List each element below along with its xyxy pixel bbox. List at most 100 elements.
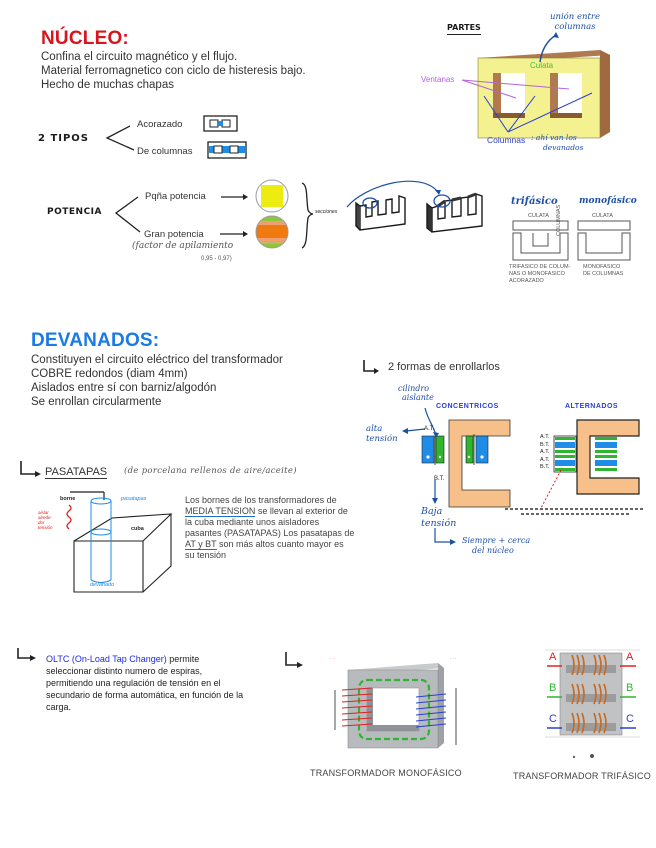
devanados-line: COBRE redondos (diam 4mm) xyxy=(31,368,188,380)
formas-label: 2 formas de enrollarlos xyxy=(388,361,500,373)
core-window-bottom-left xyxy=(493,113,525,118)
phase-c-right: C xyxy=(626,713,634,725)
pasatapas-note: (de porcelana rellenos de aire/aceite) xyxy=(124,466,297,476)
oltc-text: permite seleccionar distinto numero de e… xyxy=(46,654,244,712)
tipo-columnas: De columnas xyxy=(137,146,193,157)
alternated-caption-blur xyxy=(505,506,645,520)
columnas-label: Columnas xyxy=(487,135,526,145)
caption-line: TRIFASICO DE COLUM- xyxy=(509,264,571,270)
caption-line: ACORAZADO xyxy=(509,278,544,284)
at-bt-highlight: AT y BT xyxy=(185,539,217,550)
note-line: aislante xyxy=(402,393,434,402)
pasatapas-title: PASATAPAS xyxy=(45,466,108,479)
columnas-note-line: devanados xyxy=(543,143,584,152)
media-tension-highlight: MEDIA TENSION xyxy=(185,506,256,517)
potencia-label: POTENCIA xyxy=(47,207,102,217)
columnas-note-line: : ahí van los xyxy=(531,133,577,142)
core-front-face xyxy=(477,57,601,139)
lamination-sketch-2 xyxy=(426,192,483,233)
union-note-line: columnas xyxy=(554,22,596,32)
phase-a-left: A xyxy=(549,651,557,663)
at-label-concentric: A.T. xyxy=(424,426,435,432)
core-side-face xyxy=(600,50,610,138)
red-note: aislar alrede- dor tensión xyxy=(38,510,53,530)
devanados-line: Constituyen el circuito eléctrico del tr… xyxy=(31,354,283,366)
potencia-pqna: Pqña potencia xyxy=(145,191,206,202)
trifasico-caption: TRANSFORMADOR TRIFÁSICO xyxy=(513,771,651,781)
caption-trifasico-core: TRIFASICO DE COLUM- NAS O MONOFASICO ACO… xyxy=(509,264,570,285)
cilindro-note: cilindro aislante xyxy=(398,384,434,402)
alta-tension-note: alta tensión xyxy=(366,424,398,444)
alternated-labels: A.T. B.T. A.T. A.T. B.T. xyxy=(540,434,549,472)
factor-apilamiento: (factor de apilamiento xyxy=(132,241,233,251)
columnas-icon xyxy=(207,141,247,159)
oltc-paragraph: OLTC (On-Load Tap Changer) permite selec… xyxy=(46,653,246,713)
tipos-label: 2 TIPOS xyxy=(38,133,90,144)
secciones-label: secciones xyxy=(315,209,338,215)
note-line: tensión xyxy=(366,434,398,444)
concentric-core xyxy=(448,419,511,508)
alternated-windings-left xyxy=(553,435,577,473)
union-note-line: unión entre xyxy=(550,12,600,22)
paragraph-text: son más altos cuanto mayor es su tensión xyxy=(185,539,344,560)
nucleo-description: Confina el circuito magnético y el flujo… xyxy=(41,50,306,92)
core-window-bottom-right xyxy=(550,113,582,118)
phase-b-left: B xyxy=(549,682,557,694)
caption-line: MONOFASICO xyxy=(583,264,621,270)
siempre-note: Siempre + cerca del núcleo xyxy=(462,536,530,556)
borne-label: borne xyxy=(60,496,76,502)
nucleo-line: Hecho de muchas chapas xyxy=(41,79,174,91)
alt-label: B.T. xyxy=(540,464,550,470)
note-line: alta xyxy=(366,424,383,434)
red-note-line: aislar xyxy=(38,510,49,515)
core-window-right xyxy=(550,73,582,118)
devanados-line: Se enrollan circularmente xyxy=(31,396,162,408)
oltc-highlight: OLTC (On-Load Tap Changer) xyxy=(46,654,167,664)
acorazado-icon xyxy=(203,115,238,132)
columnas-note: : ahí van los devanados xyxy=(531,133,583,153)
potencia-gran: Gran potencia xyxy=(144,229,204,240)
alt-label: B.T. xyxy=(540,441,550,448)
note-line: Baja xyxy=(421,506,443,517)
union-arrowhead xyxy=(553,32,559,38)
gran-section-icon xyxy=(256,216,288,248)
core-window-left-depth xyxy=(493,73,501,118)
devanados-description: Constituyen el circuito eléctrico del tr… xyxy=(31,353,283,409)
alternated-windings-right xyxy=(595,437,617,471)
red-note-line: alrede- xyxy=(38,515,53,520)
nucleo-line: Confina el circuito magnético y el flujo… xyxy=(41,51,238,63)
devanados-title: DEVANADOS: xyxy=(31,330,160,351)
columnas-vertical-label: COLUMNAS xyxy=(556,204,562,236)
note-line: Siempre + cerca xyxy=(462,536,531,545)
partes-title: PARTES xyxy=(447,23,481,35)
union-note: unión entre columnas xyxy=(550,12,600,32)
culata-mono-label: CULATA xyxy=(592,213,613,219)
culata-label: Culata xyxy=(530,61,554,70)
nucleo-line: Material ferromagnetico con ciclo de his… xyxy=(41,65,306,77)
pasatapas-sketch-label: pasatapas xyxy=(121,496,147,502)
red-note-line: dor xyxy=(38,520,45,525)
core-window-right-depth xyxy=(550,73,558,118)
note-line: cilindro xyxy=(398,384,430,393)
svg-text:· · ·: · · · xyxy=(329,656,335,661)
svg-text:· · ·: · · · xyxy=(450,656,456,661)
lamination-sketch-1 xyxy=(355,195,406,231)
secciones-brace xyxy=(301,182,314,249)
paragraph-text: Los bornes de los transformadores de xyxy=(185,495,337,505)
factor-line: (factor de apilamiento xyxy=(132,241,234,251)
alternated-core xyxy=(576,419,640,495)
note-line: tensión xyxy=(421,518,457,529)
monofasico-caption: TRANSFORMADOR MONOFÁSICO xyxy=(310,768,462,778)
cuba-label: cuba xyxy=(131,526,144,532)
monofasico-label: monofásico xyxy=(579,196,637,206)
